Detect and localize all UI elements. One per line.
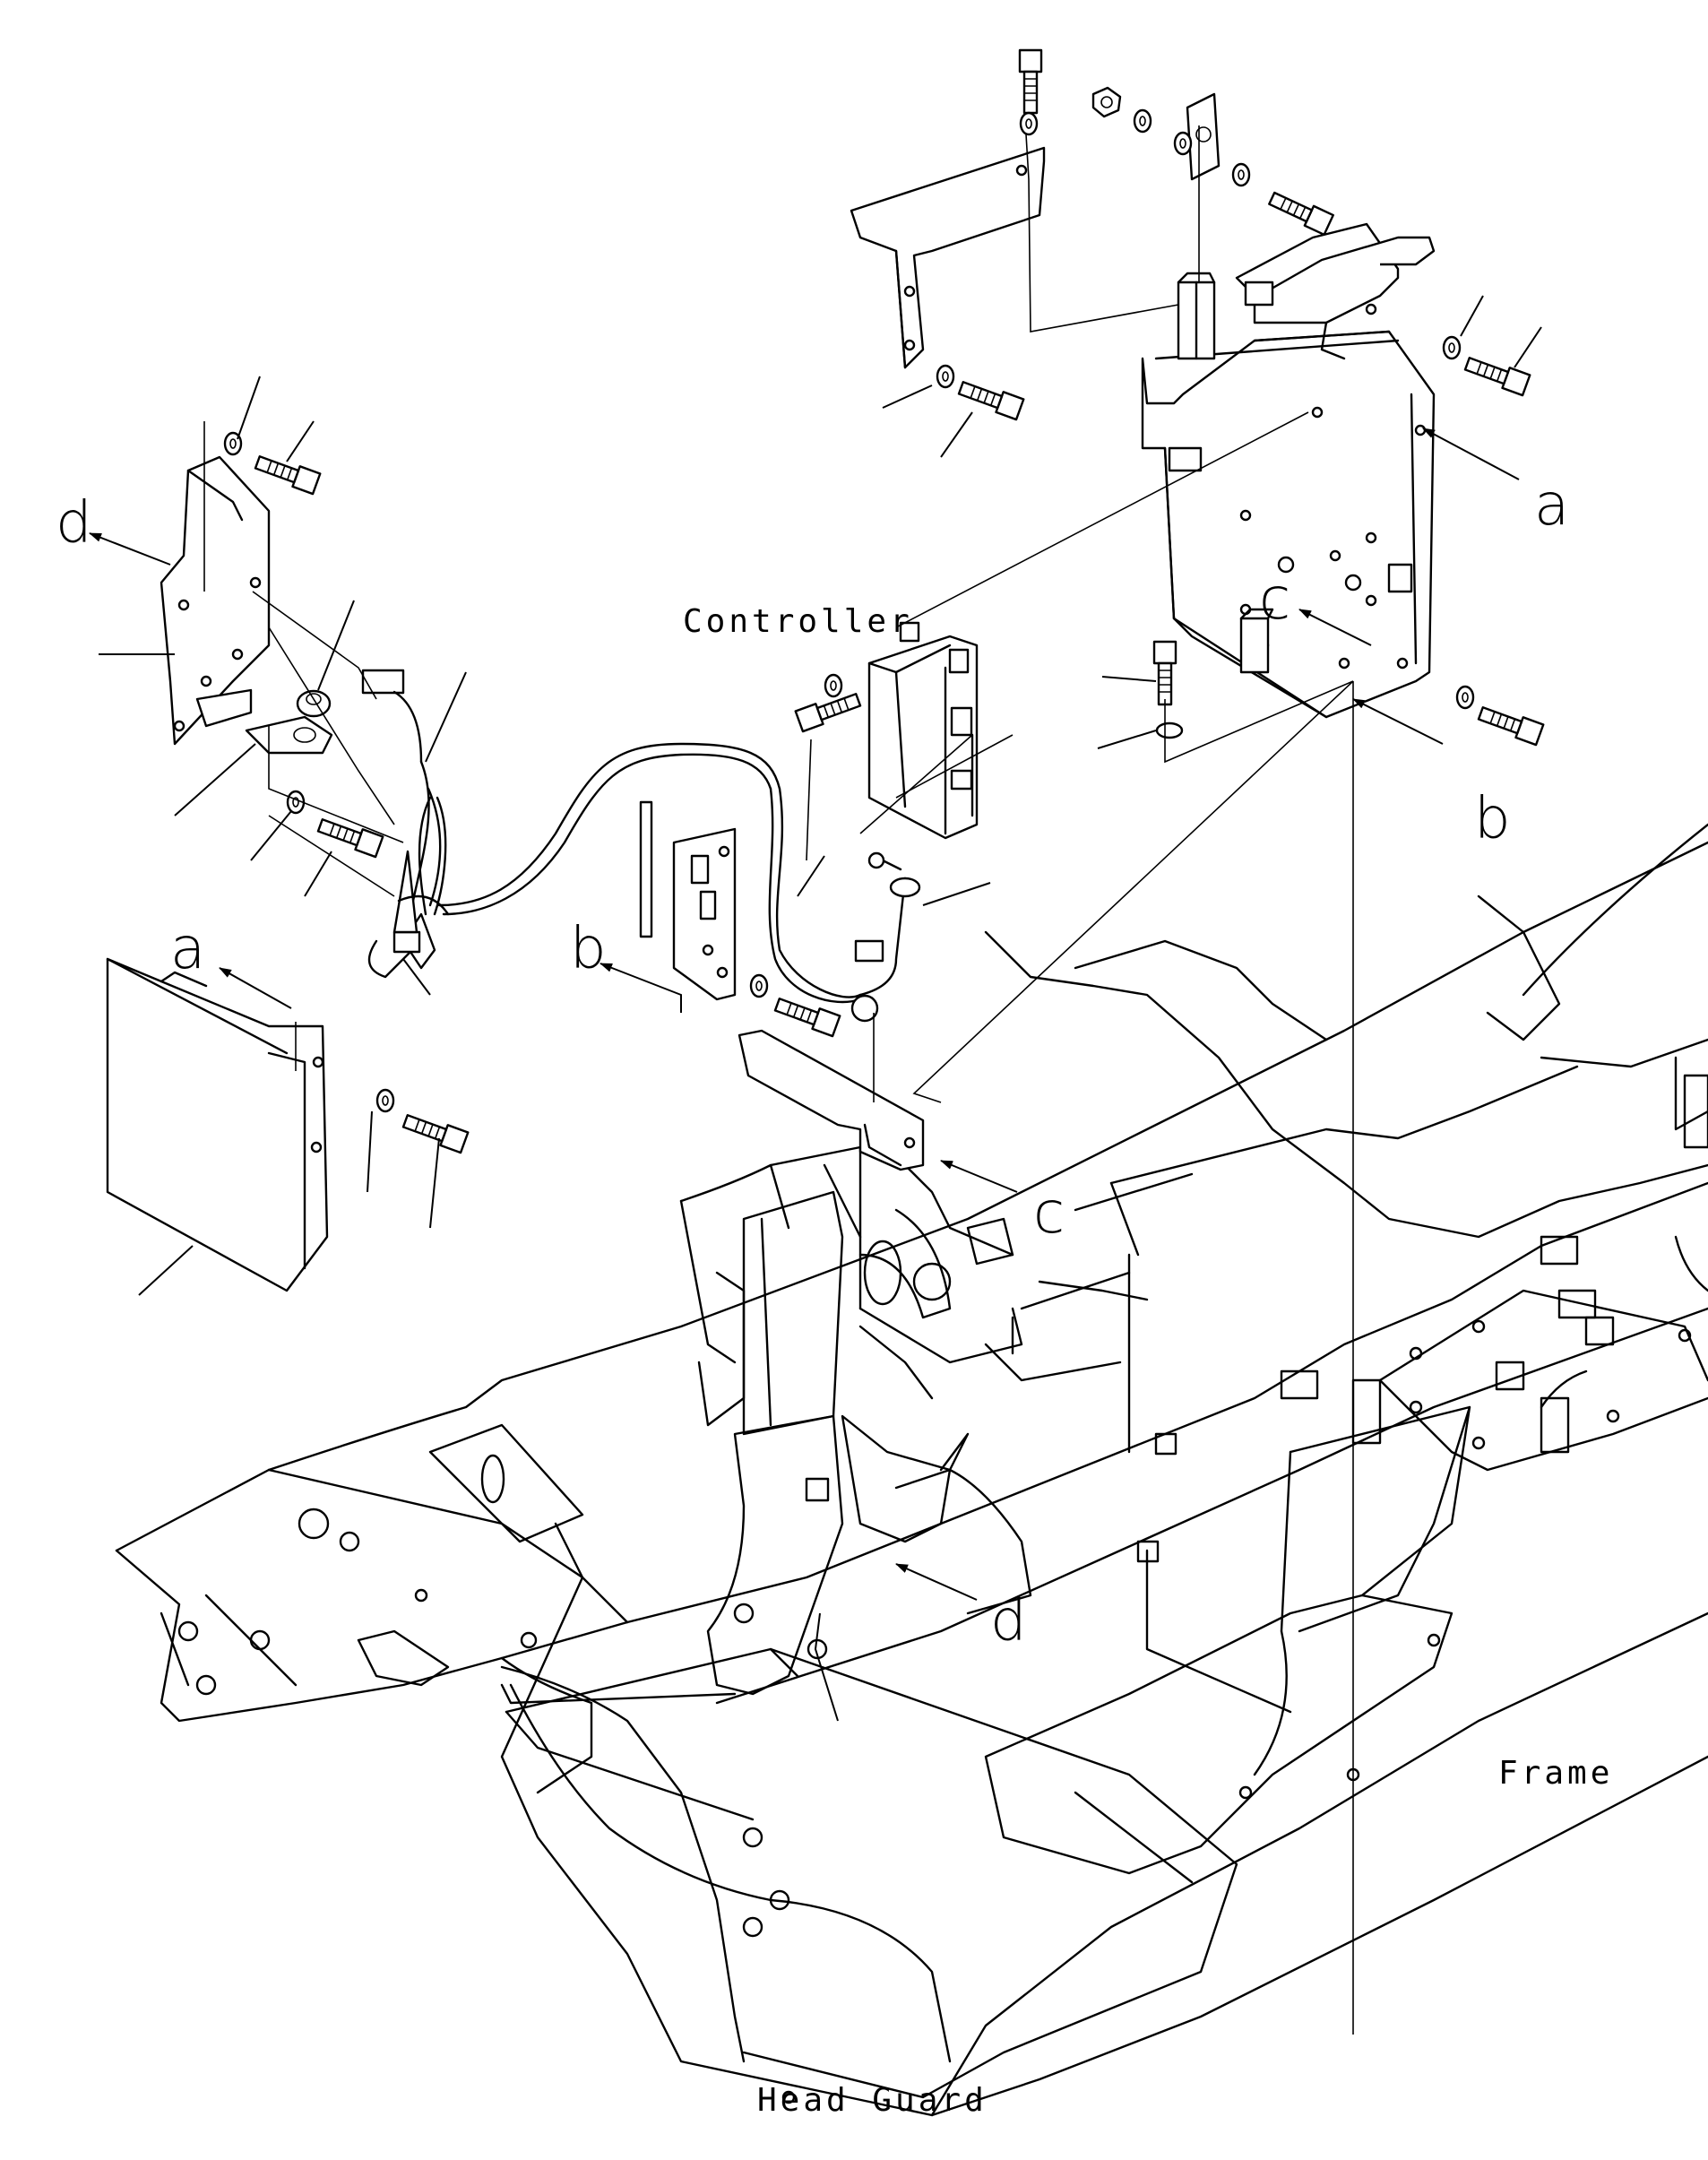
frame-assembly — [115, 823, 1708, 2117]
bolt — [253, 451, 322, 496]
marker-c-box: c — [1259, 566, 1290, 633]
frame-label: Frame — [1498, 1755, 1613, 1792]
bolt — [401, 1110, 470, 1154]
bolt — [794, 688, 863, 733]
bracket-d — [160, 455, 333, 755]
top-bolt — [1018, 48, 1043, 115]
washer — [1133, 108, 1152, 134]
washer — [1155, 721, 1184, 739]
grommet-hole — [306, 693, 322, 705]
bolt — [956, 376, 1025, 421]
marker-d-frame: d — [990, 1588, 1027, 1655]
bolt — [1152, 640, 1177, 706]
washer — [749, 973, 769, 998]
mounting-plate — [639, 800, 737, 1001]
washer — [1173, 131, 1193, 156]
leader-lines — [99, 295, 1542, 1722]
wiring-harness — [361, 669, 921, 1023]
washer — [1455, 685, 1475, 710]
grommet — [296, 689, 332, 718]
washer — [1019, 111, 1039, 136]
direction-arrows — [89, 428, 1520, 1601]
assembly-lines — [203, 125, 1354, 2035]
marker-c-plate: c — [1033, 1180, 1065, 1247]
washer — [1442, 335, 1462, 360]
controller-module — [867, 621, 979, 840]
controller-box — [850, 146, 1436, 719]
nut — [1091, 86, 1122, 118]
head-guard-label: Head Guard — [757, 2082, 988, 2119]
washer — [824, 673, 843, 698]
cover-panel — [106, 957, 329, 1292]
clamp-tab — [1186, 92, 1221, 181]
marker-d-bracket: d — [56, 490, 92, 557]
angle-plate — [738, 1029, 925, 1171]
marker-b-plate: b — [570, 916, 607, 982]
washer — [1231, 162, 1251, 187]
washer — [936, 364, 955, 389]
controller-label: Controller — [683, 603, 913, 640]
bolt — [1476, 702, 1545, 747]
marker-b-box: b — [1474, 786, 1511, 852]
washer — [375, 1088, 395, 1113]
marker-a-box: a — [1534, 472, 1569, 539]
marker-a-cover: a — [170, 916, 205, 982]
bolt — [1265, 187, 1334, 236]
